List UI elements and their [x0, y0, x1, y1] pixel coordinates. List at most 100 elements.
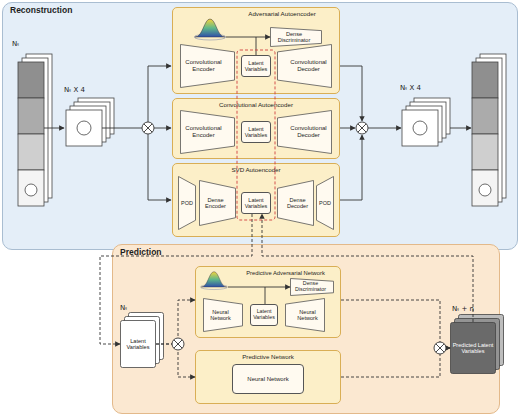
label-area: Neural Network: [285, 298, 325, 332]
title-area: Convolutional Autoencoder: [177, 102, 335, 109]
layer-label: Latent Variables: [242, 197, 270, 209]
layer-label: Latent Variables: [120, 338, 156, 350]
encoder-block: Convolutional Encoder: [180, 44, 235, 88]
label-area: Dense Discriminator: [290, 278, 334, 296]
panel: ReconstructionAdversarial AutoencoderDen…: [2, 2, 518, 250]
layer-label: Predicted Latent Variables: [450, 342, 496, 354]
label-area: POD: [316, 176, 334, 230]
layer-label: Latent Variables: [251, 309, 277, 321]
discriminator-block: Dense Discriminator: [290, 278, 334, 296]
input-image-stack: [18, 54, 52, 206]
count-label: Nₜ: [12, 40, 19, 48]
discriminator-block: Dense Discriminator: [270, 27, 322, 47]
latent-box: Latent Variables: [241, 121, 271, 143]
predicted-latent-stack: Predicted Latent Variables: [450, 322, 496, 374]
layer-label: POD: [319, 200, 331, 206]
label-area: Dense Discriminator: [270, 27, 322, 47]
trapezoid-shape: [317, 177, 334, 230]
panel-title: Prediction: [120, 248, 492, 257]
module-box: SVD AutoencoderPODDense EncoderLatent Va…: [172, 163, 340, 237]
multiply-symbol: [172, 338, 184, 350]
network-block: Neural Network: [203, 298, 243, 332]
output-square-stack: [402, 98, 450, 146]
label-area: Latent Variables: [251, 305, 277, 325]
trapezoid-shape: [278, 181, 314, 226]
panel: PredictionPredictive Adversarial Network…: [112, 244, 500, 414]
flow-line: [450, 128, 471, 129]
decoder-block: Convolutional Decoder: [277, 110, 332, 154]
multiply-symbol: [434, 342, 446, 354]
trapezoid-shape: [181, 111, 235, 154]
gaussian-prior: [194, 19, 226, 40]
label-area: Dense Encoder: [199, 180, 236, 226]
latent-stack: Latent Variables: [120, 320, 156, 368]
layer-label: Convolutional Decoder: [285, 59, 332, 72]
label-area: Dense Decoder: [277, 180, 314, 226]
flow-line: [44, 128, 64, 129]
label-area: Latent Variables: [120, 320, 156, 368]
label-area: Predicted Latent Variables: [450, 322, 496, 374]
layer-label: Latent Variables: [242, 60, 270, 72]
stack-layer: [121, 321, 156, 368]
encoder-block: Dense Encoder: [199, 180, 236, 226]
layer-label: Neural Network: [290, 309, 325, 321]
trapezoid-shape: [181, 45, 235, 88]
title-area: Prediction: [120, 248, 492, 257]
module-box: Predictive Adversarial NetworkDense Disc…: [195, 266, 341, 338]
layer-label: Convolutional Encoder: [180, 125, 227, 138]
trapezoid-shape: [179, 177, 196, 230]
label-area: POD: [178, 176, 196, 230]
label-area: Latent Variables: [242, 56, 270, 76]
decoder-block: Convolutional Decoder: [277, 44, 332, 88]
layer-label: Dense Discriminator: [270, 31, 318, 43]
label-area: Neural Network: [203, 298, 243, 332]
prior-line: [228, 287, 265, 288]
latent-box: Latent Variables: [250, 304, 278, 326]
latent-box: Latent Variables: [241, 55, 271, 77]
trapezoid-shape: [271, 28, 322, 47]
layer-label: Convolutional Decoder: [285, 125, 332, 138]
split-lines: [148, 66, 171, 200]
trapezoid-shape: [204, 299, 243, 332]
layer-label: Latent Variables: [242, 126, 270, 138]
input-square-stack: [66, 98, 114, 146]
flow-arrow: [341, 300, 450, 348]
module-title: Adversarial Autoencoder: [229, 11, 335, 18]
stack-layer: [451, 323, 496, 374]
title-area: Predictive Adversarial Network: [234, 270, 337, 276]
network-block: Neural Network: [232, 364, 304, 394]
flow-arrow: [265, 287, 290, 304]
flow-arrow: [156, 344, 195, 377]
flow-arrow: [262, 214, 473, 322]
label-area: Latent Variables: [242, 193, 270, 213]
flow-line: [368, 128, 401, 129]
title-area: SVD Autoencoder: [177, 167, 335, 174]
module-title: Predictive Adversarial Network: [234, 270, 337, 276]
title-area: Adversarial Autoencoder: [229, 11, 335, 18]
network-block: Neural Network: [285, 298, 325, 332]
merge-lines: [340, 66, 362, 200]
flow-arrow: [256, 37, 270, 55]
gaussian-prior: [200, 272, 227, 290]
flow-arrow: [341, 348, 450, 377]
title-area: Predictive Network: [200, 354, 336, 361]
prior-line: [226, 37, 256, 38]
trapezoid-shape: [286, 299, 325, 332]
count-label: Nₜ: [120, 304, 127, 312]
layer-label: Dense Encoder: [199, 197, 232, 209]
layer-label: Convolutional Encoder: [180, 59, 227, 72]
flow-arrow: [100, 214, 252, 344]
latent-box: Latent Variables: [241, 192, 271, 214]
pod-block: POD: [178, 176, 196, 230]
trapezoid-shape: [278, 45, 332, 88]
label-area: Convolutional Encoder: [180, 110, 235, 154]
label-area: Neural Network: [233, 365, 303, 393]
trapezoid-shape: [278, 111, 332, 154]
count-label: Nₜ + n: [452, 305, 474, 313]
layer-label: Neural Network: [203, 309, 238, 321]
output-image-stack: [472, 54, 506, 206]
latent-highlight: [237, 50, 275, 220]
layer-label: Dense Decoder: [281, 197, 314, 209]
